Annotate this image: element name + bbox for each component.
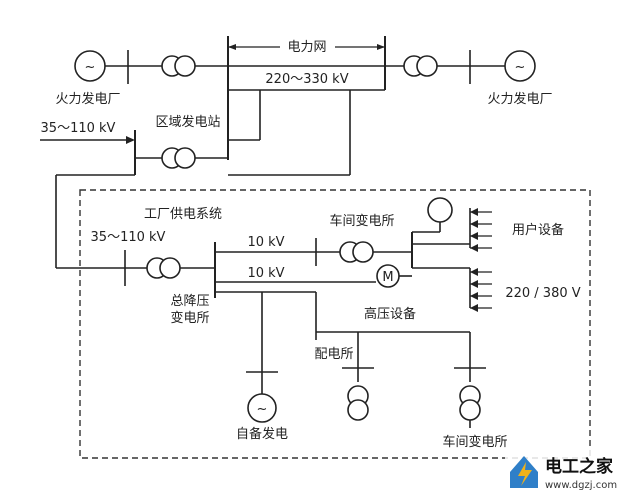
main-substation-label-2: 变电所 — [170, 310, 209, 326]
lightning-house-icon — [510, 456, 538, 488]
feed-voltage-inner-label: 35～110 kV — [91, 230, 166, 245]
bus-10kv-2: 10 kV M 高压设备 — [215, 264, 471, 322]
transformer-coil — [347, 399, 369, 421]
feed-voltage-top-label: 35～110 kV — [41, 121, 116, 136]
distribution-station-label: 配电所 — [314, 347, 353, 362]
transformer-coil — [352, 241, 374, 263]
bus-voltage-2-label: 10 kV — [247, 266, 284, 281]
distribution-station: 配电所 车间变电所 — [215, 291, 508, 450]
arrow-head — [470, 220, 478, 228]
transformer-coil — [159, 257, 181, 279]
grid-voltage-label: 220～330 kV — [265, 72, 348, 87]
main-substation-label-1: 总降压 — [170, 294, 209, 309]
regional-substation-label: 区域发电站 — [155, 114, 220, 130]
watermark-url: www.dgzj.com — [545, 480, 617, 491]
arrow-head — [470, 304, 478, 312]
motor-symbol: M — [382, 270, 393, 285]
generator-symbol: ~ — [85, 60, 96, 75]
arrow-head — [470, 244, 478, 252]
generator-icon — [504, 50, 536, 82]
factory-feed: 35～110 kV 总降压 变电所 — [56, 230, 216, 326]
arrow-head — [470, 292, 478, 300]
arrow-head — [470, 232, 478, 240]
factory-system-label: 工厂供电系统 — [144, 207, 222, 222]
bus-10kv-1: 10 kV 车间变电所 — [215, 197, 471, 268]
generator-symbol: ~ — [515, 60, 526, 75]
user-equipment-arrows: 用户设备 — [470, 208, 564, 252]
watermark-name: 电工之家 — [545, 456, 613, 477]
transformer-coil — [459, 399, 481, 421]
power-grid: 电力网 220～330 kV — [227, 36, 386, 160]
thermal-plant-left-label: 火力发电厂 — [55, 91, 120, 107]
regional-substation: 区域发电站 35～110 kV — [40, 90, 351, 268]
factory-boundary — [79, 189, 591, 459]
transformer-coil — [174, 147, 196, 169]
grid-label: 电力网 — [287, 40, 326, 55]
low-voltage-label: 220 / 380 V — [505, 286, 580, 301]
transformer-coil — [416, 55, 438, 77]
thermal-plant-right: ~ 火力发电厂 — [385, 50, 553, 107]
transformer-coil — [174, 55, 196, 77]
workshop-substation-bottom-label: 车间变电所 — [442, 434, 507, 450]
watermark: 电工之家 www.dgzj.com — [505, 448, 637, 494]
generator-symbol: ~ — [257, 402, 268, 417]
arrow-head — [470, 268, 478, 276]
workshop-substation-top-label: 车间变电所 — [329, 213, 394, 229]
load-icon — [427, 197, 453, 223]
generator-icon — [247, 393, 277, 423]
arrow-head — [228, 44, 236, 50]
backup-generator-label: 自备发电 — [236, 426, 288, 442]
hv-equipment-label: 高压设备 — [364, 306, 416, 322]
thermal-plant-left: ~ 火力发电厂 — [55, 50, 228, 107]
arrow-head — [470, 280, 478, 288]
arrow-head — [126, 136, 135, 144]
arrow-head — [377, 44, 385, 50]
thermal-plant-right-label: 火力发电厂 — [487, 91, 552, 107]
backup-generator: ~ 自备发电 — [236, 292, 288, 442]
lv-arrows: 220 / 380 V — [470, 268, 581, 312]
arrow-head — [470, 208, 478, 216]
bus-voltage-1-label: 10 kV — [247, 235, 284, 250]
user-equipment-label: 用户设备 — [512, 222, 564, 238]
